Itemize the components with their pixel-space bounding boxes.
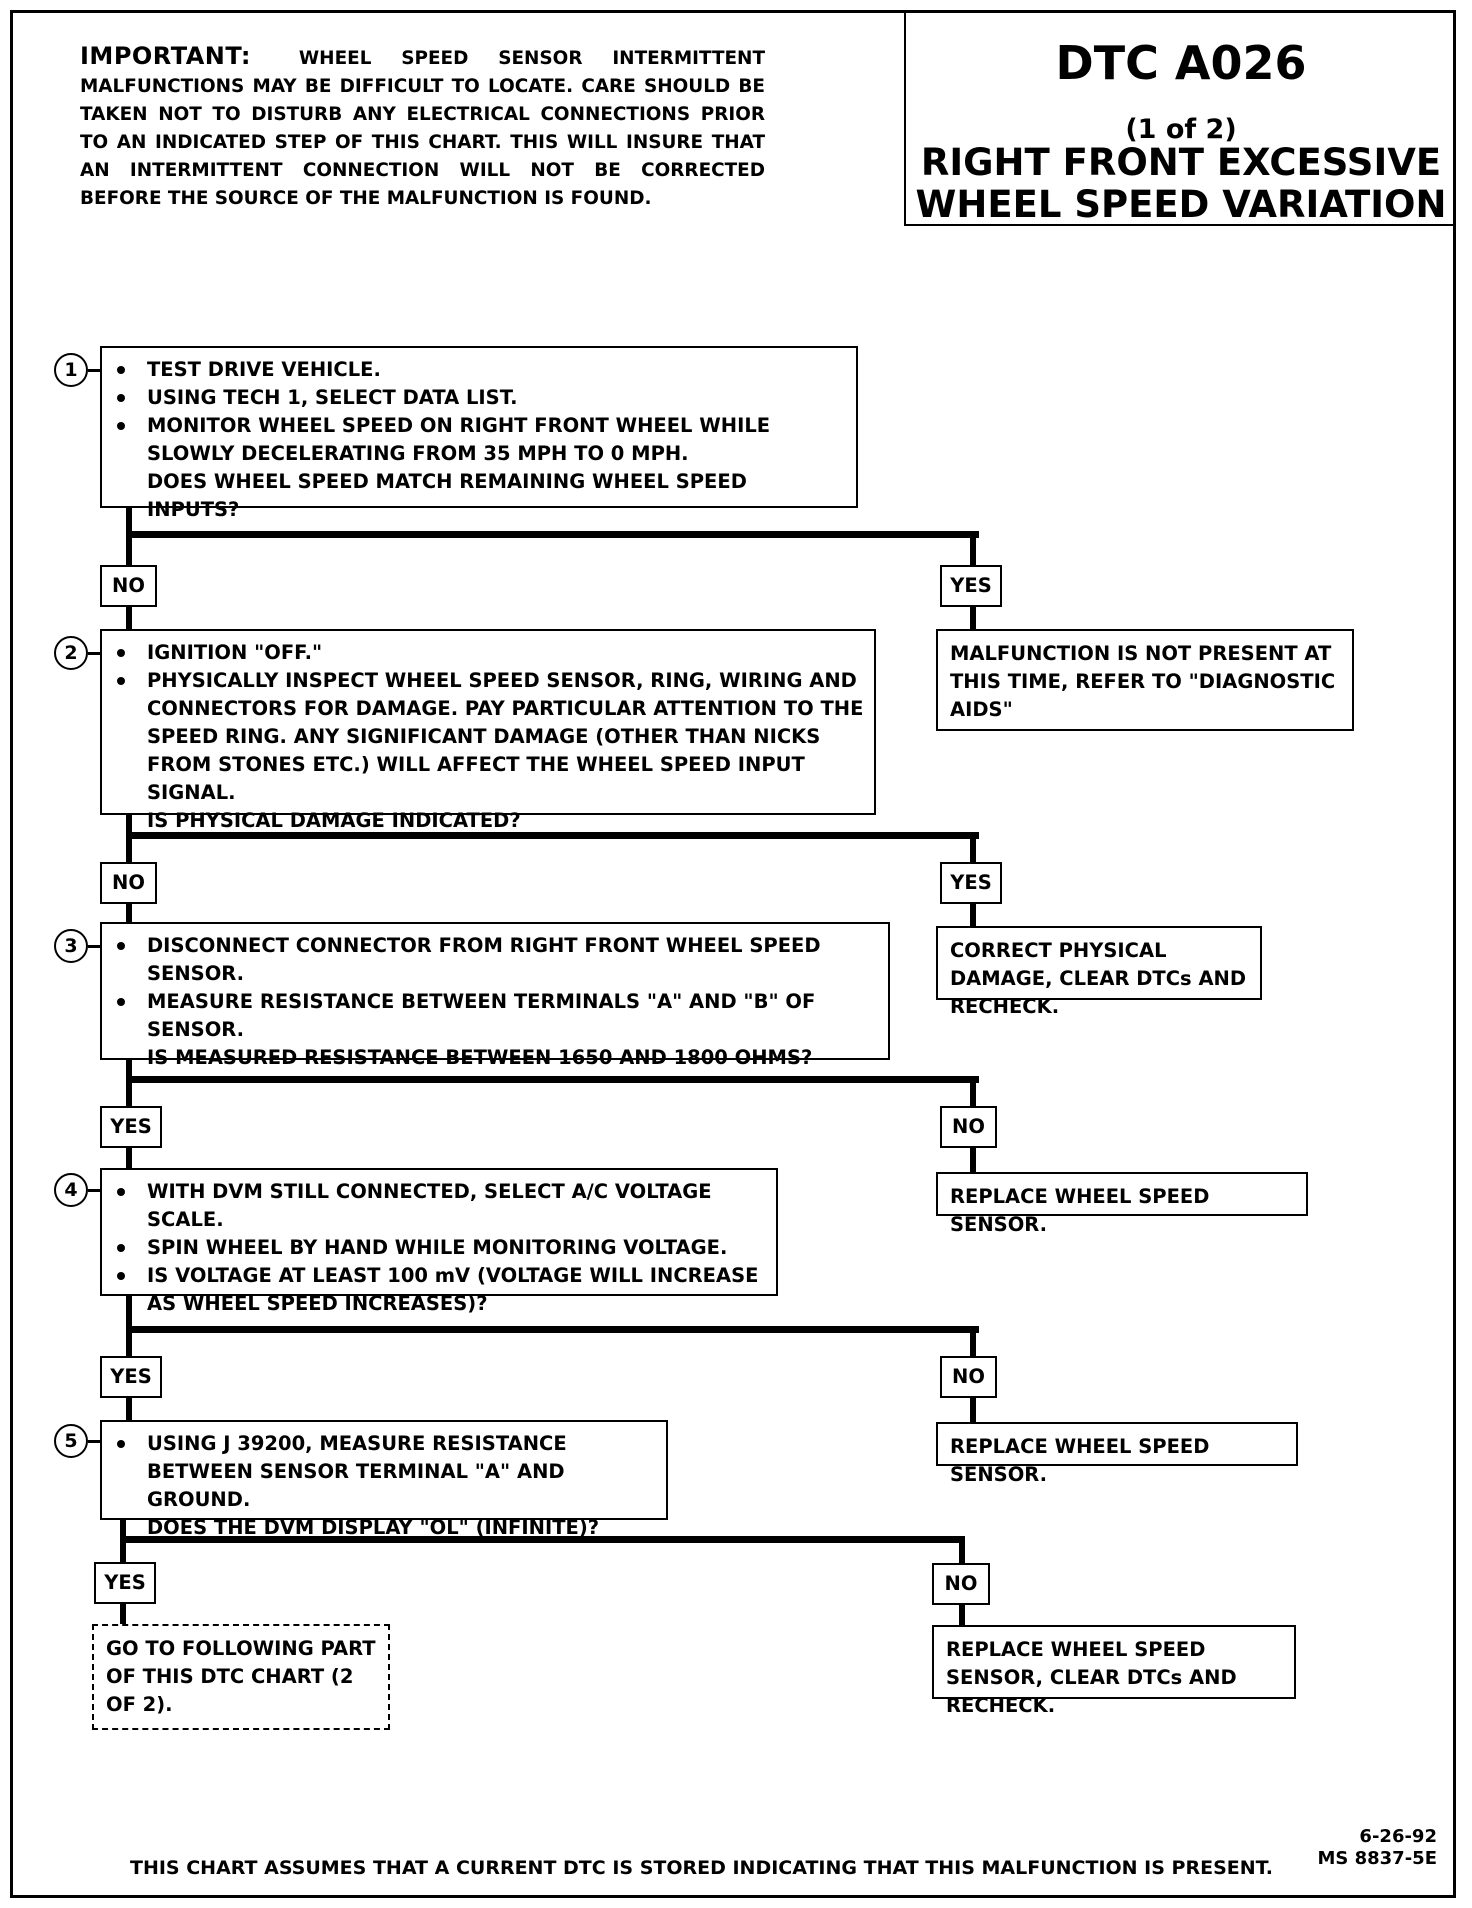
step-1-to-result	[970, 607, 976, 629]
step-5-right-drop	[959, 1536, 965, 1566]
step-4-branch-line	[126, 1326, 979, 1333]
step-5-to-final	[120, 1604, 126, 1624]
chart-title: RIGHT FRONT EXCESSIVE WHEEL SPEED VARIAT…	[906, 142, 1456, 226]
step-1-number-connector	[88, 369, 102, 372]
step-2-branch-line	[126, 832, 979, 839]
step-1-bullet-1: TEST DRIVE VEHICLE.	[112, 356, 846, 384]
step-2-question: IS PHYSICAL DAMAGE INDICATED?	[147, 809, 521, 832]
step-2-number: 2	[54, 636, 88, 670]
important-notice: IMPORTANT: WHEEL SPEED SENSOR INTERMITTE…	[80, 42, 765, 213]
step-4-to-step-5	[126, 1398, 132, 1422]
step-2-bullet-2: PHYSICALLY INSPECT WHEEL SPEED SENSOR, R…	[112, 667, 864, 807]
step-4-yes-label: YES	[100, 1356, 162, 1398]
step-1-bullet-3: MONITOR WHEEL SPEED ON RIGHT FRONT WHEEL…	[112, 412, 846, 468]
chart-part: (1 of 2)	[1125, 114, 1237, 145]
page-border	[10, 10, 1456, 1898]
continue-to-part-2: GO TO FOLLOWING PART OF THIS DTC CHART (…	[92, 1624, 390, 1730]
step-2-to-result	[970, 904, 976, 926]
step-3-to-step-4	[126, 1148, 132, 1170]
step-3-list: DISCONNECT CONNECTOR FROM RIGHT FRONT WH…	[102, 924, 888, 1072]
step-4-number-connector	[88, 1189, 102, 1192]
step-5-list: USING J 39200, MEASURE RESISTANCE BETWEE…	[102, 1422, 666, 1542]
step-1-result: MALFUNCTION IS NOT PRESENT AT THIS TIME,…	[936, 629, 1354, 731]
step-2-result: CORRECT PHYSICAL DAMAGE, CLEAR DTCs AND …	[936, 926, 1262, 1018]
step-5-branch-line	[120, 1536, 965, 1543]
step-3-right-drop	[970, 1076, 976, 1112]
step-3-box: DISCONNECT CONNECTOR FROM RIGHT FRONT WH…	[100, 922, 890, 1069]
step-3-result: REPLACE WHEEL SPEED SENSOR.	[936, 1172, 1308, 1236]
step-2-box: IGNITION "OFF." PHYSICALLY INSPECT WHEEL…	[100, 629, 876, 832]
step-2-right-drop	[970, 832, 976, 868]
step-4-list: WITH DVM STILL CONNECTED, SELECT A/C VOL…	[102, 1170, 776, 1318]
step-5-yes-label: YES	[94, 1562, 156, 1604]
step-1-question: DOES WHEEL SPEED MATCH REMAINING WHEEL S…	[147, 470, 747, 521]
chart-title-line-2: WHEEL SPEED VARIATION	[915, 183, 1447, 226]
step-4-bullet-2: SPIN WHEEL BY HAND WHILE MONITORING VOLT…	[112, 1234, 766, 1262]
step-2-list: IGNITION "OFF." PHYSICALLY INSPECT WHEEL…	[102, 631, 874, 835]
step-2-number-connector	[88, 652, 102, 655]
step-5-bullet-1: USING J 39200, MEASURE RESISTANCE BETWEE…	[112, 1430, 656, 1514]
step-1-box: TEST DRIVE VEHICLE. USING TECH 1, SELECT…	[100, 346, 858, 521]
step-1-yes-label: YES	[940, 565, 1002, 607]
step-5-result: REPLACE WHEEL SPEED SENSOR, CLEAR DTCs A…	[932, 1625, 1296, 1717]
step-1-right-drop	[970, 531, 976, 569]
step-5-number: 5	[54, 1424, 88, 1458]
step-5-question: DOES THE DVM DISPLAY "OL" (INFINITE)?	[147, 1516, 600, 1539]
step-1-to-step-2	[126, 607, 132, 629]
chart-title-block: DTC A026 (1 of 2) RIGHT FRONT EXCESSIVE …	[904, 10, 1456, 226]
step-1-no-label: NO	[100, 565, 157, 607]
step-4-no-label: NO	[940, 1356, 997, 1398]
important-text: WHEEL SPEED SENSOR INTERMITTENT MALFUNCT…	[80, 48, 765, 209]
step-4-right-drop	[970, 1326, 976, 1362]
step-3-number-connector	[88, 945, 102, 948]
step-3-no-label: NO	[940, 1106, 997, 1148]
step-4-to-result	[970, 1398, 976, 1422]
dtc-code: DTC A026	[1055, 36, 1307, 90]
step-4-result: REPLACE WHEEL SPEED SENSOR.	[936, 1422, 1298, 1486]
chart-title-line-1: RIGHT FRONT EXCESSIVE	[920, 141, 1442, 184]
step-5-box: USING J 39200, MEASURE RESISTANCE BETWEE…	[100, 1420, 668, 1539]
step-1-list: TEST DRIVE VEHICLE. USING TECH 1, SELECT…	[102, 348, 856, 524]
step-3-branch-line	[126, 1076, 979, 1083]
chart-doc-code: MS 8837-5E	[1317, 1848, 1437, 1869]
step-5-to-result	[959, 1605, 965, 1625]
step-5-number-connector	[88, 1440, 102, 1443]
step-3-question: IS MEASURED RESISTANCE BETWEEN 1650 AND …	[147, 1046, 813, 1069]
step-3-stem	[126, 1060, 132, 1110]
chart-assumption-note: THIS CHART ASSUMES THAT A CURRENT DTC IS…	[130, 1857, 1273, 1879]
step-2-no-label: NO	[100, 862, 157, 904]
step-2-yes-label: YES	[940, 862, 1002, 904]
step-3-to-result	[970, 1148, 976, 1172]
step-1-number: 1	[54, 353, 88, 387]
chart-reference: 6-26-92 MS 8837-5E	[1317, 1826, 1437, 1870]
step-1-bullet-2: USING TECH 1, SELECT DATA LIST.	[112, 384, 846, 412]
important-label: IMPORTANT:	[80, 42, 252, 70]
step-1-branch-line	[126, 531, 979, 538]
step-3-bullet-1: DISCONNECT CONNECTOR FROM RIGHT FRONT WH…	[112, 932, 878, 988]
step-3-number: 3	[54, 929, 88, 963]
step-4-bullet-3: IS VOLTAGE AT LEAST 100 mV (VOLTAGE WILL…	[112, 1262, 766, 1318]
step-2-to-step-3	[126, 904, 132, 924]
step-4-box: WITH DVM STILL CONNECTED, SELECT A/C VOL…	[100, 1168, 778, 1315]
step-2-bullet-1: IGNITION "OFF."	[112, 639, 864, 667]
step-3-yes-label: YES	[100, 1106, 162, 1148]
step-4-bullet-1: WITH DVM STILL CONNECTED, SELECT A/C VOL…	[112, 1178, 766, 1234]
step-3-bullet-2: MEASURE RESISTANCE BETWEEN TERMINALS "A"…	[112, 988, 878, 1044]
chart-date: 6-26-92	[1359, 1826, 1437, 1847]
step-5-no-label: NO	[932, 1563, 990, 1605]
step-4-number: 4	[54, 1173, 88, 1207]
step-2-stem	[126, 815, 132, 865]
